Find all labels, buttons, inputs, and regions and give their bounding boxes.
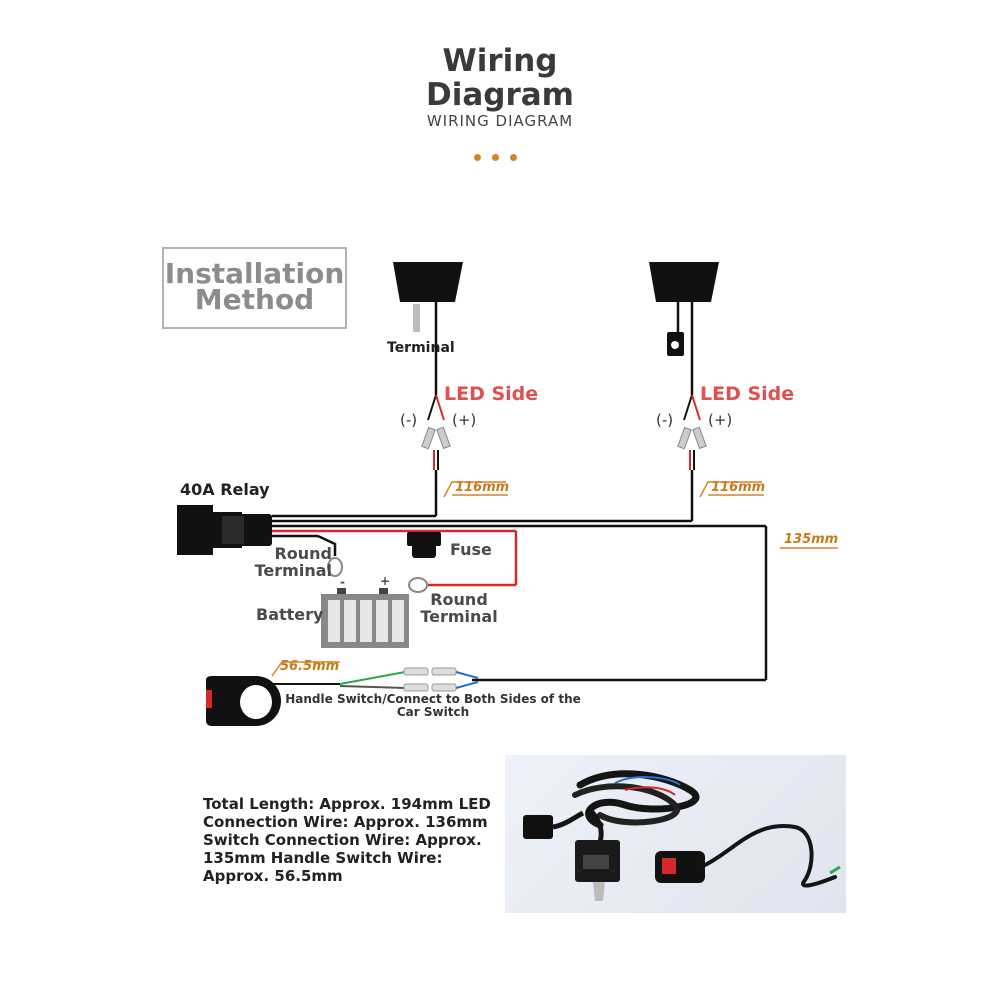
round-terminal-icon (408, 577, 428, 593)
dimension-116mm-left: 116mm (455, 480, 510, 495)
fuse-label: Fuse (450, 540, 492, 559)
minus-label-left: (-) (400, 411, 418, 429)
terminal-blade-icon (413, 304, 420, 332)
handle-switch-label: Handle Switch/Connect to Both Sides of t… (285, 692, 581, 719)
dimension-135mm: 135mm (784, 532, 839, 547)
spade-connector-icon (677, 426, 692, 450)
spade-connector-icon (436, 426, 451, 450)
dimension-116mm-right: 116mm (711, 480, 766, 495)
round-terminal-label-right: Round Terminal (420, 590, 498, 626)
installation-method-box: Installation Method (162, 247, 347, 329)
plus-label-left: (+) (452, 411, 477, 429)
terminal-label: Terminal (387, 340, 455, 356)
led-side-label-left: LED Side (444, 383, 539, 405)
page-subtitle: WIRING DIAGRAM (426, 112, 574, 130)
decorative-dots (474, 146, 534, 161)
specification-text: Total Length: Approx. 194mm LED Connecti… (203, 795, 491, 885)
led-side-label-right: LED Side (700, 383, 795, 405)
spade-connector-icon (421, 426, 436, 450)
wiring-harness-photo-illustration (523, 770, 841, 901)
spade-connector-icon (692, 426, 707, 450)
product-photo (505, 755, 846, 913)
battery-minus-label: - (340, 575, 345, 589)
led-lamp-left-icon (393, 262, 463, 302)
relay-icon (177, 505, 213, 555)
battery-label: Battery (256, 605, 324, 624)
dimension-56-5mm: 56.5mm (280, 659, 340, 674)
relay-label: 40A Relay (180, 480, 270, 499)
battery-plus-label: + (380, 574, 391, 588)
led-lamp-right-icon (649, 262, 719, 302)
fuse-holder-icon (407, 532, 441, 546)
round-terminal-label-left: Round Terminal (254, 544, 332, 580)
minus-label-right: (-) (656, 411, 674, 429)
page-title: Wiring Diagram (426, 43, 574, 113)
plus-label-right: (+) (708, 411, 733, 429)
round-terminal-icon (327, 557, 343, 577)
